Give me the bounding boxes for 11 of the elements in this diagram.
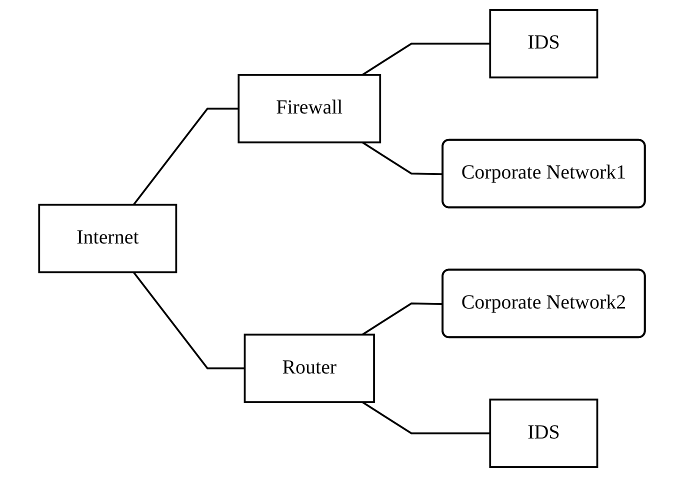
connector: [362, 302, 444, 336]
connector: [362, 401, 490, 434]
connector: [132, 108, 239, 206]
node-box: Internet: [38, 204, 178, 274]
node-box: IDS: [489, 9, 598, 78]
connector: [362, 142, 444, 176]
connector: [362, 42, 490, 76]
connector: [132, 272, 245, 370]
node-box: IDS: [489, 398, 598, 468]
node-box: Router: [244, 334, 375, 404]
node-box: Firewall: [238, 74, 382, 144]
